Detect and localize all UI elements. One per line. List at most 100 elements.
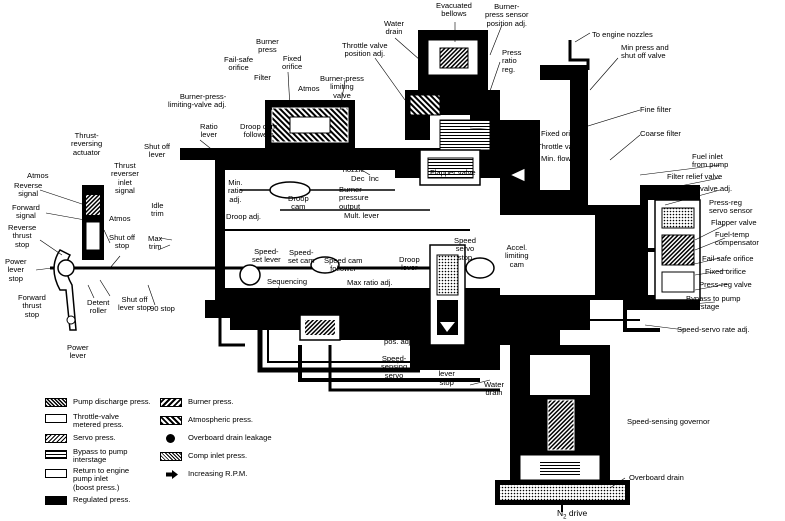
lower-passages: [218, 318, 500, 392]
label-throttle-valve-position-adj: Throttle valve position adj.: [342, 41, 388, 59]
label-forward-thrust-stop: Forward thrust stop: [18, 293, 46, 319]
legend-swatch-atmos: [160, 416, 182, 425]
label-thrust-reverser-inlet-signal: Thrust reverser inlet signal: [111, 161, 139, 196]
fuel-temp-compensator-box: [654, 199, 701, 301]
label-speed-sensing-governor: Speed-sensing governor: [627, 417, 710, 426]
legend-label-atmos: Atmospheric press.: [188, 415, 253, 424]
label-filter: Filter: [254, 73, 271, 82]
label-water-drain-top: Water drain: [384, 19, 404, 37]
legend-swatch-throttle-valve: [45, 414, 67, 423]
label-shut-off-lever-stop: Shut off lever stop: [118, 295, 151, 313]
label-atmos-top: Atmos: [298, 84, 320, 93]
label-mult-lever: Mult. lever: [344, 211, 380, 220]
legend-label-pump-discharge: Pump discharge press.: [73, 397, 151, 406]
label-water-drain-bottom: Water drain: [484, 380, 504, 398]
power-lever-arm: [53, 249, 77, 331]
legend-swatch-burner: [160, 398, 182, 407]
label-flapper-valve-right: Flapper valve: [711, 218, 757, 227]
label-balancing-nozzle: Balancing nozzle: [337, 157, 371, 175]
speed-sensing-governor: [495, 345, 630, 512]
label-speed-set-lever: Speed- set lever: [252, 247, 281, 265]
label-feed-back-lever: Feed-back lever: [467, 309, 522, 318]
label-speed-servo-stop: Speed servo stop: [454, 236, 476, 262]
label-feedback-lever-stop: Feedback lever stop: [430, 361, 464, 387]
label-press-reg-valve: Press-reg valve: [699, 280, 752, 289]
label-thrust-reversing-actuator: Thrust- reversing actuator: [71, 131, 103, 157]
label-n2-drive: N2 drive: [557, 508, 588, 521]
legend-label-drain: Overboard drain leakage: [188, 433, 272, 442]
label-burner-pressure-output: Burner- pressure output: [339, 185, 369, 211]
label-min-ratio-adj: Min. ratio adj.: [228, 178, 243, 204]
label-power-lever-stop: Power lever stop: [5, 257, 27, 283]
burner-press-limiting-valve: [265, 100, 355, 150]
increasing-rpm-arrow-icon: [166, 470, 178, 479]
label-burner-press-sensor-adj: Burner- press sensor position adj.: [485, 2, 529, 28]
legend-swatch-bypass: [45, 450, 67, 459]
legend-swatch-drain: [166, 434, 175, 443]
legend-label-regulated: Regulated press.: [73, 495, 131, 504]
label-power-lever: Power lever: [67, 343, 89, 361]
label-fuel-inlet-from-pump: Fuel inlet from pump: [692, 152, 729, 170]
speed-servo: [429, 244, 466, 346]
label-droop-adj: Droop adj.: [226, 212, 262, 221]
label-ninety-stop: 90 stop: [150, 304, 175, 313]
leader-lines: [35, 22, 729, 489]
label-fixed-orifice-top: Fixed orifice: [282, 54, 303, 72]
label-to-engine-nozzles: To engine nozzles: [592, 30, 653, 39]
legend-swatch-pump-discharge: [45, 398, 67, 407]
label-burner-press-limiting-valve: Burner-press limiting valve: [320, 74, 364, 100]
label-bypass-to-pump-interstage: Bypass to pump interstage: [686, 294, 741, 312]
label-fine-filter: Fine filter: [640, 105, 672, 114]
label-droop-cam: Droop cam: [288, 194, 309, 212]
label-min-press-shutoff: Min press and shut off valve: [621, 43, 669, 61]
label-detent-roller: Detent roller: [87, 298, 110, 316]
label-flapper-valve-mid: Flapper valve: [430, 168, 476, 177]
label-fail-safe-orifice-right: Fail-safe orifice: [702, 254, 754, 263]
legend-swatch-return: [45, 469, 67, 478]
label-burner-press-limiting-valve-adj: Burner-press- limiting-valve adj.: [168, 92, 227, 110]
label-shut-off-lever: Shut off lever: [144, 142, 171, 160]
label-coarse-filter: Coarse filter: [640, 129, 681, 138]
flapper-valve-region: [419, 149, 526, 186]
label-max-ratio-adj: Max ratio adj.: [347, 278, 393, 287]
label-press-ratio-reg: Press ratio reg.: [502, 48, 522, 74]
legend-label-throttle-valve: Throttle-valve metered press.: [73, 412, 124, 430]
label-speed-sensing-servo: Speed- sensing servo: [381, 354, 408, 380]
label-max-trim: Max trim: [148, 234, 163, 252]
label-accel-limiting-cam: Accel. limiting cam: [505, 243, 529, 269]
label-press-reg-valve-adj: Press-reg valve adj.: [665, 184, 733, 193]
label-dec-inc: Dec Inc: [351, 174, 379, 183]
label-speed-set-cam: Speed- set cam: [288, 248, 315, 266]
label-atmos-lower: Atmos: [109, 214, 131, 223]
label-overboard-drain: Overboard drain: [629, 473, 684, 482]
thrust-reversing-actuator: [82, 185, 104, 260]
cams: [239, 181, 495, 286]
label-speed-servo-rate-adj: Speed-servo rate adj.: [677, 325, 750, 334]
legend-label-arrow: Increasing R.P.M.: [188, 469, 248, 478]
label-ratio-lever: Ratio lever: [200, 122, 218, 140]
label-sequencing-valve-cam: Sequencing valve cam: [267, 277, 308, 295]
label-forward-signal: Forward signal: [12, 203, 40, 221]
label-atmos-left: Atmos: [27, 171, 49, 180]
label-fixed-orifice-mid: Fixed orifice: [541, 129, 582, 138]
sequencing-valve: [299, 314, 341, 341]
label-filter-relief-valve: Filter relief valve: [667, 172, 723, 181]
label-reverse-thrust-stop: Reverse thrust stop: [8, 223, 37, 249]
legend-swatch-servo: [45, 434, 67, 443]
legend-label-burner: Burner press.: [188, 397, 234, 406]
label-min-flow-adj: Min. flow adj.: [541, 154, 586, 163]
label-speed-servo-pos-adj: Speed servo pos. adj.: [384, 320, 413, 346]
label-throttle-valve: Throttle valve: [537, 142, 583, 151]
legend-label-return: Return to engine pump inlet (boost press…: [73, 466, 130, 492]
bellows-tower: [405, 30, 500, 160]
label-fixed-orifice-right: Fixed orifice: [705, 267, 746, 276]
label-idle-trim: Idle trim: [151, 201, 164, 219]
label-droop-lever: Droop lever: [399, 255, 420, 273]
discharge-passage: [568, 40, 660, 332]
label-reverse-signal: Reverse signal: [14, 181, 43, 199]
legend-label-servo: Servo press.: [73, 433, 116, 442]
label-speed-cam-follower: Speed cam follower: [324, 256, 363, 274]
label-shut-off-stop: Shut off stop: [109, 233, 136, 251]
